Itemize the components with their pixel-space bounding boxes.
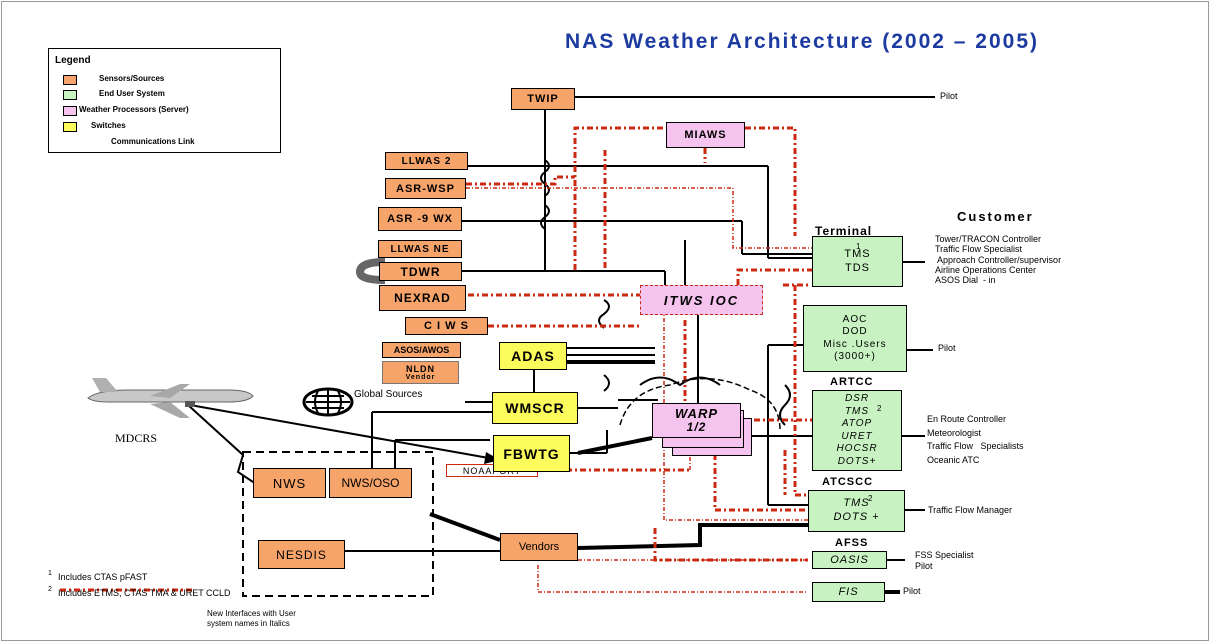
llwas2-box: LLWAS 2: [385, 152, 468, 170]
nesdis-box: NESDIS: [258, 540, 345, 569]
atcscc-customers: Traffic Flow Manager: [928, 505, 1012, 515]
nexrad-box: NEXRAD: [379, 285, 466, 311]
asr-wsp-box: ASR-WSP: [385, 178, 466, 199]
asr9-box: ASR -9 WX: [378, 207, 462, 231]
mdcrs-label: MDCRS: [115, 431, 157, 446]
footnote-1-marker: 1: [48, 570, 52, 577]
footnote-1: Includes CTAS pFAST: [58, 572, 147, 582]
warp-label: WARP: [675, 407, 718, 421]
footnote-2-marker: 2: [48, 586, 52, 593]
artcc-label: ARTCC: [830, 376, 874, 388]
dashed-legend-text: New Interfaces with User system names in…: [207, 609, 296, 630]
legend-panel: Legend Sensors/Sources End User System W…: [48, 48, 281, 153]
artcc-box: DSR TMS ATOP URET HOCSR DOTS+: [812, 390, 902, 471]
nldn-label: NLDN: [406, 365, 435, 374]
legend-label-enduser: End User System: [99, 89, 165, 98]
miaws-box: MIAWS: [666, 122, 745, 148]
page-title: NAS Weather Architecture (2002 – 2005): [565, 30, 1039, 54]
legend-label-source: Sensors/Sources: [99, 74, 164, 83]
link-vendors-atcscc-heavy: [578, 525, 808, 548]
legend-label-processor: Weather Processors (Server): [79, 105, 189, 114]
fis-customers: Pilot: [903, 586, 921, 596]
legend-label-link: Communications Link: [111, 137, 195, 146]
globe-icon: [304, 389, 352, 415]
warp-version-label: 1/2: [687, 421, 707, 434]
legend-swatch-enduser: [63, 90, 77, 100]
legend-swatch-switch: [63, 122, 77, 132]
llwas-ne-box: LLWAS NE: [378, 240, 462, 258]
atcscc-footnote-sup: 2: [868, 494, 872, 503]
new-link-miaws-left: [575, 128, 666, 270]
fis-box: FIS: [812, 582, 885, 602]
nws-oso-box: NWS/OSO: [329, 468, 412, 498]
afss-customers: FSS Specialist Pilot: [915, 550, 974, 572]
vendors-box: Vendors: [500, 533, 578, 561]
twip-box: TWIP: [511, 88, 575, 110]
artcc-footnote-sup: 2: [877, 404, 881, 413]
new-link-asrwsp: [466, 177, 575, 184]
pilot-top-label: Pilot: [940, 91, 958, 101]
legend-swatch-processor: [63, 106, 77, 116]
atcscc-box: TMS DOTS +: [808, 490, 905, 532]
fbwtg-box: FBWTG: [493, 435, 570, 472]
global-sources-label: Global Sources: [354, 389, 422, 400]
terminal-footnote-sup: 1: [856, 242, 860, 251]
nws-box: NWS: [253, 468, 326, 498]
legend-swatch-source: [63, 75, 77, 85]
aoc-box: AOC DOD Misc .Users (3000+): [803, 305, 907, 372]
artcc-customers: En Route Controller Meteorologist Traffi…: [927, 413, 1024, 467]
wmscr-box: WMSCR: [492, 392, 578, 424]
tdwr-box: TDWR: [379, 262, 462, 281]
terminal-customers: Tower/TRACON Controller Traffic Flow Spe…: [935, 234, 1061, 286]
aoc-customers: Pilot: [938, 343, 956, 353]
new-link-itws-terminal: [738, 270, 812, 285]
customer-heading: Customer: [957, 209, 1034, 224]
nldn-box: NLDN Vendor: [382, 361, 459, 384]
warp-box: WARP 1/2: [652, 403, 741, 438]
link-nwsoso-vendors: [430, 514, 500, 540]
ciws-box: C I W S: [405, 317, 488, 335]
adas-box: ADAS: [499, 342, 567, 370]
itws-box: ITWS IOC: [640, 285, 763, 315]
new-link-vendors-fis: [538, 565, 808, 592]
atcscc-label: ATCSCC: [822, 476, 873, 488]
new-link-miaws-right: [745, 128, 795, 236]
nldn-vendor-label: Vendor: [406, 374, 436, 381]
link-fbwtg-heavy: [578, 438, 652, 453]
footnote-2: Includes ETMS, CTAS TMA & URET CCLD: [58, 588, 231, 598]
asos-box: ASOS/AWOS: [382, 342, 461, 358]
afss-label: AFSS: [835, 537, 868, 549]
legend-label-switch: Switches: [91, 121, 126, 130]
oasis-box: OASIS: [812, 551, 887, 569]
legend-heading: Legend: [55, 55, 91, 66]
